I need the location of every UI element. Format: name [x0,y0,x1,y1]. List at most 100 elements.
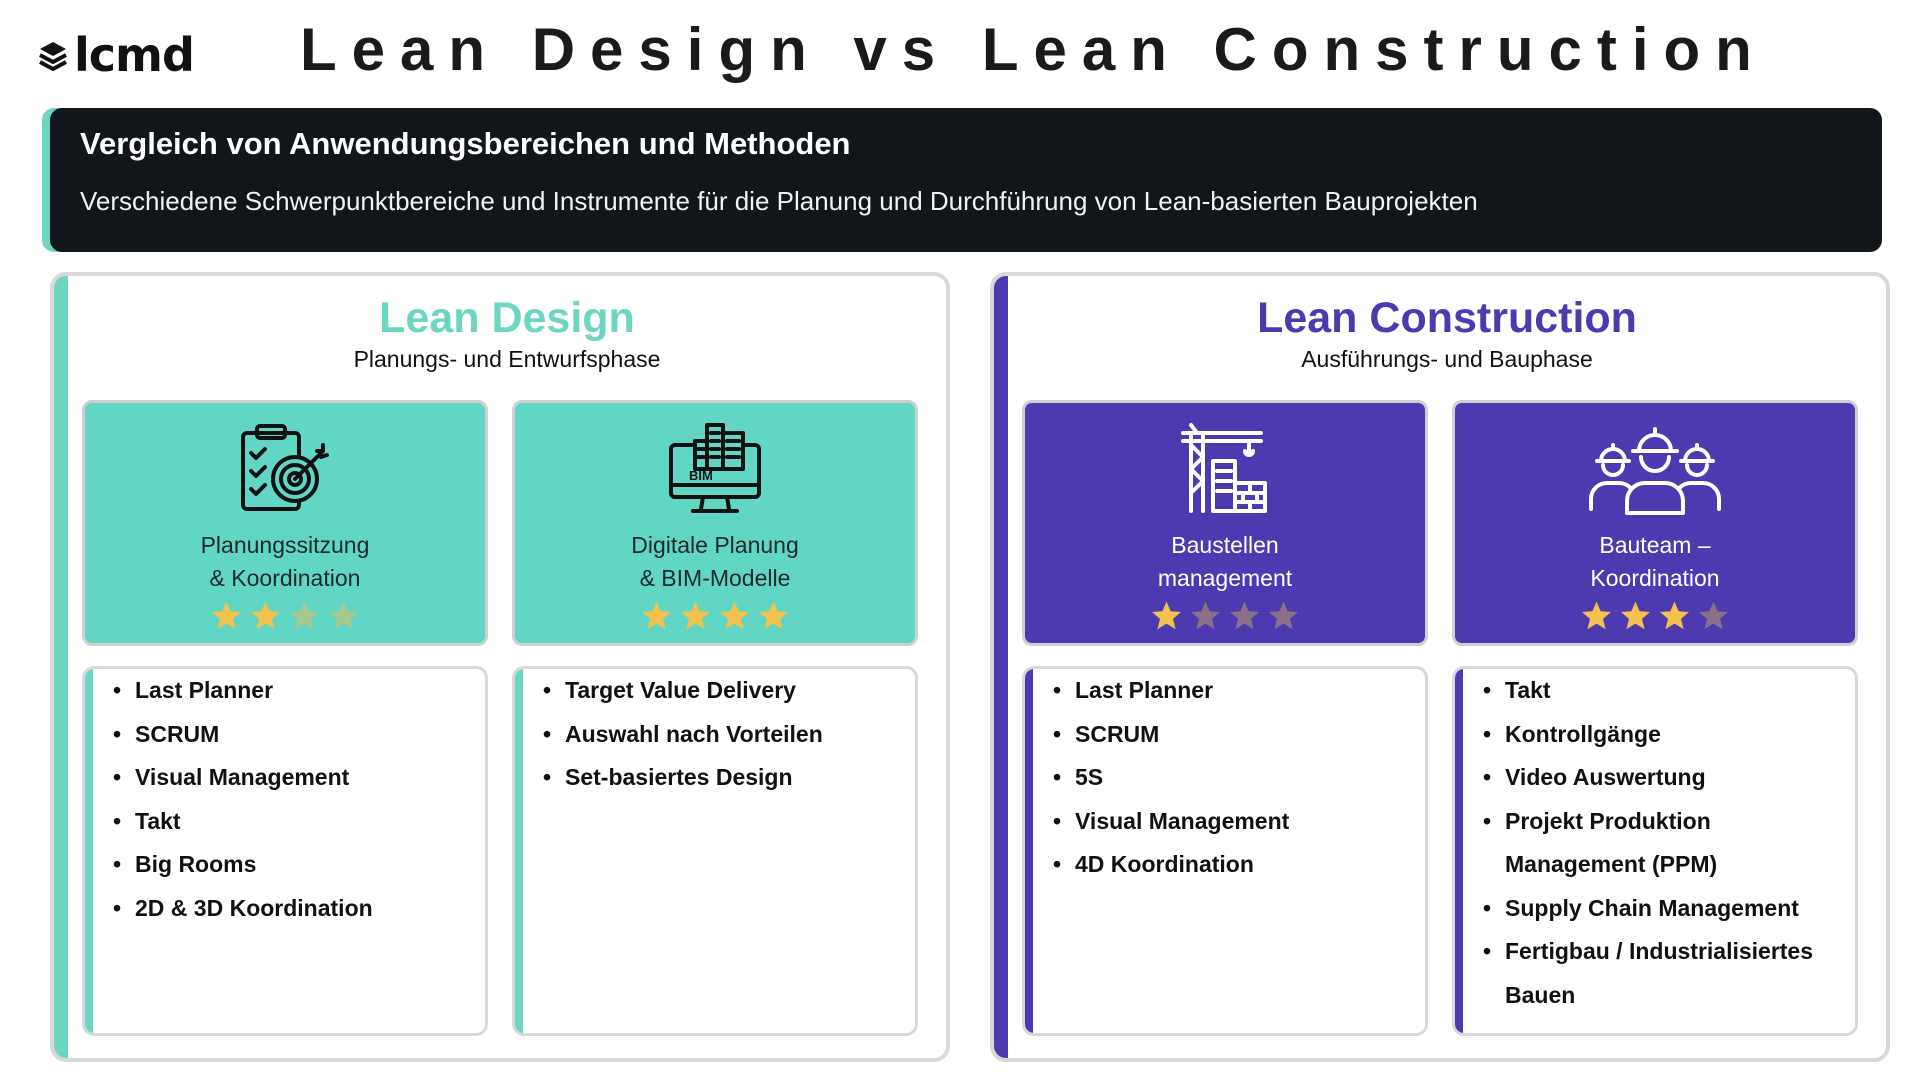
card-planning-meeting: Planungssitzung & Koordination [82,400,488,646]
list-item-text: Visual Management [135,764,350,790]
panel-title: Lean Construction [1257,294,1637,342]
list-item-text: Big Rooms [135,851,257,877]
bullet-icon: • [543,720,552,747]
list-item: •Takt [1483,669,1845,713]
list-item-text: Management (PPM) [1505,851,1718,877]
bullet-icon: • [1483,720,1492,747]
rating-stars [85,599,485,632]
header-banner: Vergleich von Anwendungsbereichen und Me… [50,108,1882,252]
list-item: Management (PPM) [1483,843,1845,887]
star-empty-icon [290,601,319,630]
lean-construction-panel: Lean Construction Ausführungs- und Bauph… [990,272,1890,1062]
banner-subtitle: Verschiedene Schwerpunktbereiche und Ins… [80,186,1478,216]
bullet-icon: • [1053,764,1062,790]
bullet-icon: • [113,851,122,877]
list-item-text: Takt [135,807,181,834]
list-item-text: Target Value Delivery [565,677,796,703]
list-item-text: Last Planner [135,677,274,703]
list-item: Bauen [1483,974,1845,1018]
card-label-line1: Bauteam – [1599,532,1711,558]
clipboard-target-icon [241,424,329,511]
list-item: • Target Value Delivery [543,669,905,713]
bullet-icon: • [1053,851,1062,877]
bullet-icon: • [113,894,122,921]
card-label-line2: & BIM-Modelle [639,565,791,591]
card-label-line1: Baustellen [1171,532,1279,558]
list-item: •5S [1053,756,1415,800]
page-title: Lean Design vs Lean Construction [300,16,1767,83]
list-item: •Visual Management [113,756,475,800]
list-item: • Video Auswertung [1483,756,1845,800]
panel-title: Lean Design [379,294,635,342]
list-item: • 2D & 3D Koordination [113,887,475,931]
bim-monitor-icon [669,423,761,513]
list-item-text: SCRUM [1075,720,1160,747]
logo: lcmd [38,28,195,82]
bullet-icon: • [543,764,552,790]
rating-stars [1455,599,1855,632]
list-item: •Fertigbau / Industrialisiertes [1483,930,1845,974]
list-item: • Visual Management [1053,800,1415,844]
card-label-line1: Digitale Planung [631,532,799,558]
card-team-coordination: Bauteam – Koordination [1452,400,1858,646]
list-item: • SCRUM [113,713,475,757]
card-label-line2: & Koordination [209,565,361,591]
star-filled-icon [212,601,241,630]
bullet-icon: • [1053,677,1062,703]
bullet-icon: • [1483,764,1492,790]
rating-stars [515,599,915,632]
list-item: • SCRUM [1053,713,1415,757]
panel-subtitle: Planungs- und Entwurfsphase [353,346,661,372]
rating-stars [1025,599,1425,632]
list-item-text: Video Auswertung [1505,764,1706,790]
list-item-text: Set-basiertes Design [565,764,793,790]
method-list: •Last Planner•SCRUM•5S•Visual Management… [1022,666,1428,1036]
star-filled-icon [1621,601,1650,630]
star-filled-icon [681,601,710,630]
panel-accent [994,276,1008,1058]
list-item-text: Kontrollgänge [1505,720,1661,747]
star-filled-icon [1152,601,1181,630]
bullet-icon: • [1483,807,1492,834]
list-item: •Supply Chain Management [1483,887,1845,931]
method-list: •Last Planner•SCRUM•Visual Management•Ta… [82,666,488,1036]
list-item: • Kontrollgänge [1483,713,1845,757]
bullet-icon: • [113,807,122,834]
card-label-line1: Planungssitzung [200,532,370,558]
bullet-icon: • [113,677,122,703]
bullet-icon: • [543,677,552,703]
star-filled-icon [759,601,788,630]
card-site-management: Baustellen management [1022,400,1428,646]
list-item-text: Visual Management [1075,807,1290,834]
star-empty-icon [1699,601,1728,630]
list-item: •Projekt Produktion [1483,800,1845,844]
star-filled-icon [1582,601,1611,630]
list-item: • Takt [113,800,475,844]
star-filled-icon [642,601,671,630]
list-item-text: Supply Chain Management [1505,894,1799,921]
bullet-icon: • [113,720,122,747]
list-item: • Auswahl nach Vorteilen [543,713,905,757]
star-filled-icon [1660,601,1689,630]
bullet-icon: • [1053,720,1062,747]
bim-label: BIM [689,468,713,483]
card-label-line2: management [1157,565,1293,591]
star-empty-icon [1191,601,1220,630]
card-label-line2: Koordination [1590,565,1720,591]
list-item: • Set-basiertes Design [543,756,905,800]
list-item: • Last Planner [113,669,475,713]
list-item-text: Auswahl nach Vorteilen [565,720,823,747]
list-item-text: Takt [1505,677,1551,703]
crane-building-icon [1181,423,1267,513]
bullet-icon: • [1053,807,1062,834]
logo-text: lcmd [74,28,195,82]
method-list: •Takt•Kontrollgänge•Video Auswertung•Pro… [1452,666,1858,1036]
star-filled-icon [720,601,749,630]
list-item-text: SCRUM [135,720,220,747]
panel-subtitle: Ausführungs- und Bauphase [1301,346,1593,372]
layers-icon [39,42,67,71]
list-item-text: 2D & 3D Koordination [135,894,373,921]
method-list: • Target Value Delivery • Auswahl nach Vort… [512,666,918,1036]
star-empty-icon [1269,601,1298,630]
list-item: •4D Koordination [1053,843,1415,887]
